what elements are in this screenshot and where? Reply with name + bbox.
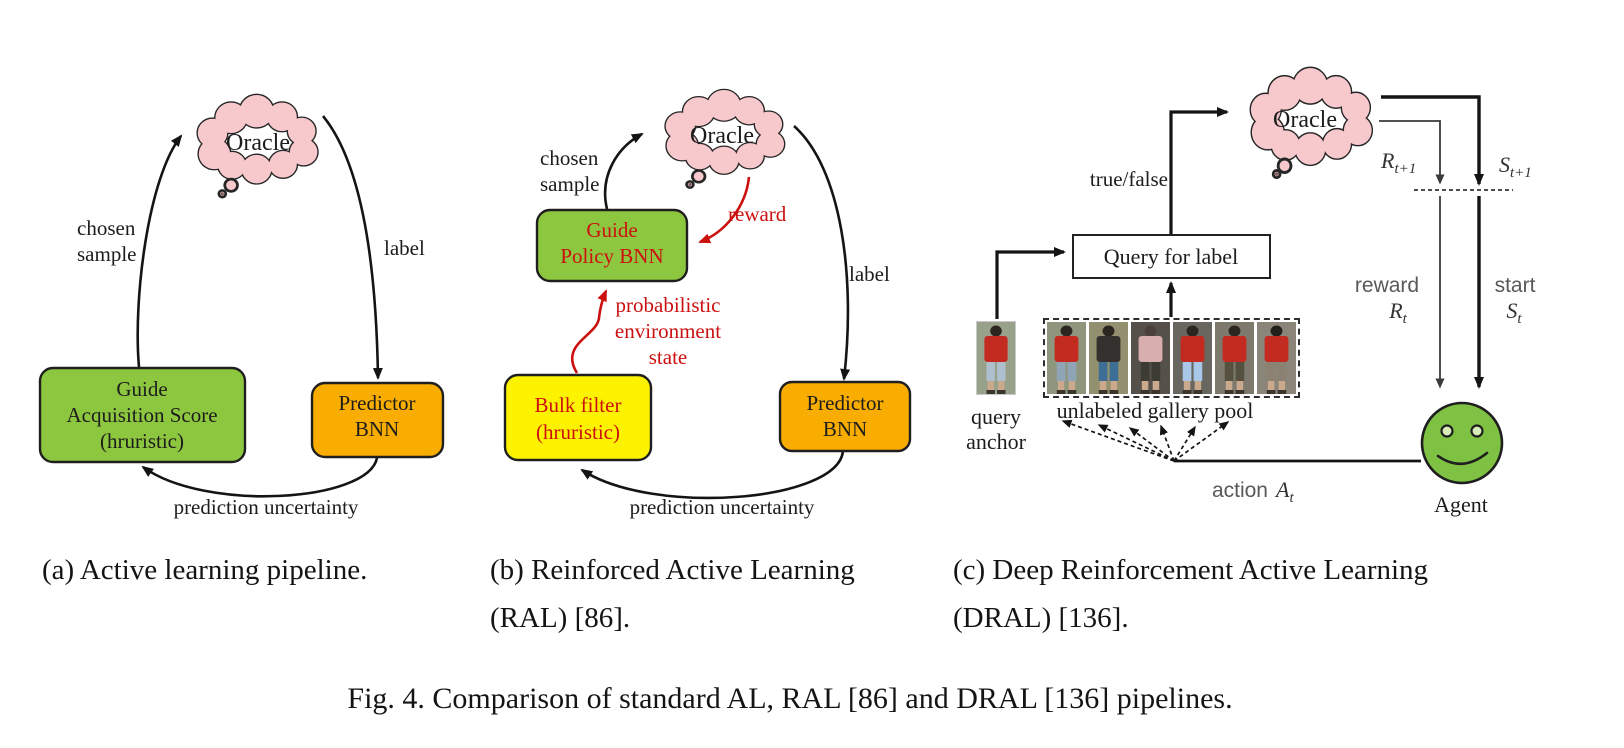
query-anchor-photo [976,321,1016,395]
person-photo [1173,322,1212,394]
gallery-pool-caption: unlabeled gallery pool [1057,398,1254,423]
svg-text:environment: environment [615,319,721,343]
svg-text:(hruristic): (hruristic) [100,429,184,453]
chosen-sample-arrow-b [603,132,644,210]
chosen-sample-label-a: chosen [77,216,136,240]
agent-label: Agent [1434,492,1488,517]
guide-policy-bnn-box [535,208,689,283]
oracle-cloud-c [1249,66,1374,180]
label-arrow-a [321,115,383,380]
predictor-bnn-box-b [778,380,912,453]
panel-c: Oracle true/false Query for label Rt+1 S… [966,66,1536,517]
svg-text:sample: sample [77,242,136,266]
state-next-arrow [1381,95,1484,186]
prediction-uncertainty-label-b: prediction uncertainty [630,495,815,519]
subcaption-c: (c) Deep Reinforcement Active Learning(D… [953,554,1429,634]
querybox-to-oracle-arrow [1169,107,1229,235]
svg-text:anchor: anchor [966,429,1027,454]
reward-arrow-b [698,176,751,244]
svg-text:Guide: Guide [116,377,167,401]
reward-label-b: reward [728,202,787,226]
reward-word-label: reward [1355,274,1419,297]
bulk-filter-box [503,373,653,462]
reward-next-arrow [1379,120,1445,185]
label-text-a: label [384,236,425,260]
svg-text:state: state [649,345,687,369]
probabilistic-state-arrow-b [570,289,608,374]
oracle-label-b: Oracle [690,123,754,149]
svg-text:BNN: BNN [355,417,399,441]
chosen-sample-arrow-a [136,134,183,368]
person-photo [1257,322,1296,394]
person-photo [977,322,1015,394]
gallery-pool [1043,318,1300,398]
prediction-uncertainty-label-a: prediction uncertainty [174,495,359,519]
query-for-label-box [1072,234,1271,279]
person-photo [1215,322,1254,394]
oracle-label-c: Oracle [1273,107,1337,133]
panel-a: Oracle chosen sample label Guide Acquisi… [38,93,445,519]
true-false-label: true/false [1090,167,1168,191]
svg-text:sample: sample [540,172,599,196]
svg-text:Bulk filter: Bulk filter [535,393,622,417]
label-text-b: label [849,262,890,286]
chosen-sample-label-b: chosen [540,146,599,170]
reward-t-label: Rt [1388,298,1407,327]
state-next-label: St+1 [1499,152,1532,181]
query-anchor-caption: query [971,404,1021,429]
svg-text:Predictor: Predictor [339,391,416,415]
agent-smiley-icon [1420,401,1504,485]
oracle-cloud-b [664,88,786,189]
probabilistic-state-label: probabilistic [616,293,721,317]
state-t-label: St [1506,298,1522,327]
start-word-label: start [1495,274,1536,297]
svg-text:Policy BNN: Policy BNN [560,244,663,268]
label-arrow-b [793,125,851,381]
prediction-uncertainty-arrow-b [580,450,845,500]
oracle-cloud-a [196,93,319,199]
guide-acquisition-box [38,366,247,464]
action-word-label: action [1212,479,1268,502]
person-photo [1089,322,1128,394]
svg-text:(hruristic): (hruristic) [536,420,620,444]
person-photo [1047,322,1086,394]
query-anchor-to-querybox-arrow [995,247,1066,319]
action-t-label: At [1274,477,1294,506]
svg-text:Query for label: Query for label [1104,244,1238,269]
reward-next-label: Rt+1 [1380,148,1416,177]
svg-text:Acquisition Score: Acquisition Score [66,403,217,427]
oracle-label-a: Oracle [226,130,290,156]
predictor-bnn-box-a [310,381,445,459]
person-photo [1131,322,1170,394]
action-selection-arrows [1061,419,1230,462]
subcaption-b: (b) Reinforced Active Learning(RAL) [86]… [490,554,855,634]
figure-caption: Fig. 4. Comparison of standard AL, RAL [… [347,682,1233,715]
svg-text:Predictor: Predictor [807,391,884,415]
subcaption-a: (a) Active learning pipeline. [42,554,368,586]
svg-text:BNN: BNN [823,417,867,441]
panel-b: Oracle chosen sample reward Guide Policy… [503,88,912,519]
prediction-uncertainty-arrow-a [141,457,379,498]
svg-text:Guide: Guide [586,218,637,242]
